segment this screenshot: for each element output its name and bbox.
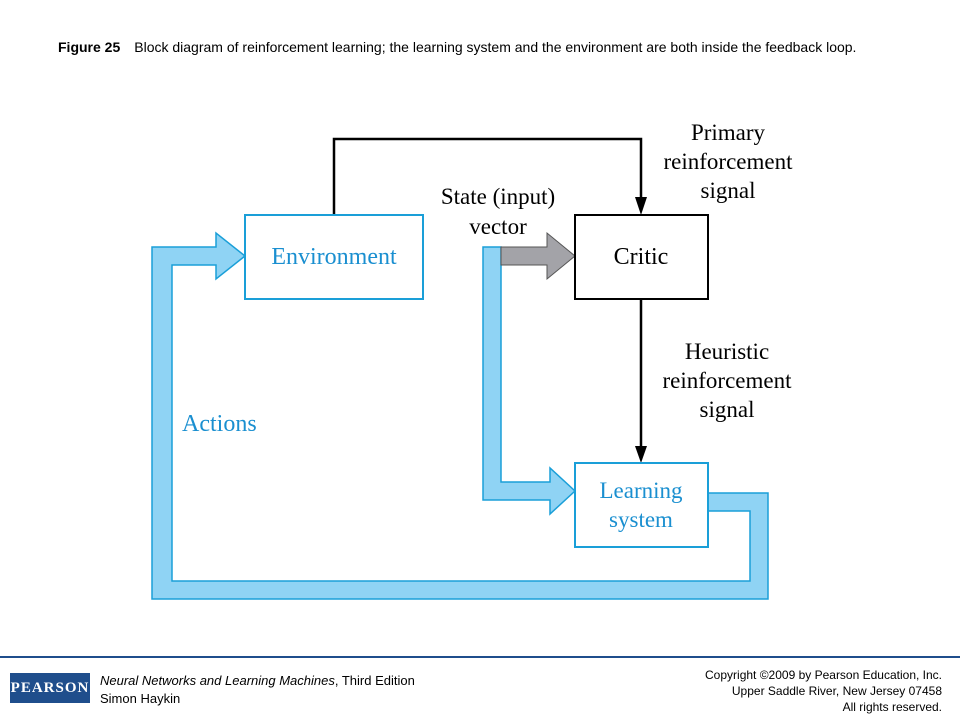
heuristic-label-line2: reinforcement [663, 368, 793, 393]
critic-box [574, 214, 709, 300]
book-title: Neural Networks and Learning Machines [100, 673, 335, 688]
figure-caption: Figure 25 Block diagram of reinforcement … [58, 38, 918, 57]
primary-label-line2: reinforcement [664, 149, 794, 174]
copyright-notice: Copyright ©2009 by Pearson Education, In… [705, 667, 942, 715]
actions-feedback-loop [151, 231, 769, 600]
primary-label-line1: Primary [691, 120, 766, 145]
figure-label: Figure 25 [58, 39, 121, 55]
primary-reinforcement-arrowhead [635, 197, 647, 215]
learning-system-label-line1: Learning [599, 478, 683, 503]
environment-box [244, 214, 424, 300]
figure-caption-text: Block diagram of reinforcement learning;… [134, 39, 857, 55]
state-vector-arrow [500, 231, 576, 281]
heuristic-label-line3: signal [700, 397, 755, 422]
critic-label: Critic [614, 244, 669, 270]
heuristic-reinforcement-arrowhead [635, 446, 647, 463]
actions-label: Actions [182, 411, 257, 437]
footer-rule [0, 656, 960, 658]
state-vector-label-line2: vector [469, 214, 527, 239]
copyright-line-2: Upper Saddle River, New Jersey 07458 [731, 684, 942, 698]
heuristic-label-line1: Heuristic [685, 339, 769, 364]
pearson-logo: PEARSON [10, 673, 90, 703]
book-author: Simon Haykin [100, 691, 181, 706]
book-edition: , Third Edition [334, 673, 415, 688]
copyright-line-3: All rights reserved. [842, 700, 942, 714]
learning-system-label-line2: system [609, 507, 673, 532]
environment-label: Environment [271, 244, 397, 270]
primary-label-line3: signal [701, 178, 756, 203]
primary-reinforcement-line [332, 137, 643, 215]
copyright-line-1: Copyright ©2009 by Pearson Education, In… [705, 668, 942, 682]
environment-to-learning-arrow [482, 246, 577, 516]
learning-system-box [574, 462, 709, 548]
book-citation: Neural Networks and Learning Machines, T… [100, 672, 415, 708]
state-vector-label-line1: State (input) [441, 184, 555, 209]
